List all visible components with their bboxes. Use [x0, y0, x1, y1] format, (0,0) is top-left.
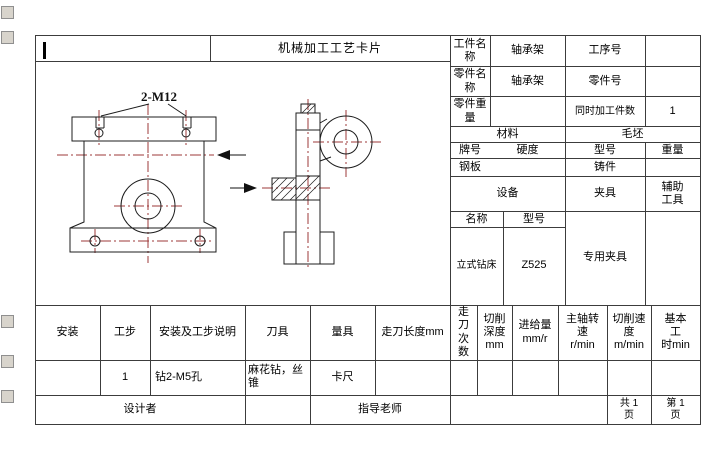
model2-label: 型号	[523, 212, 545, 225]
designer-label: 设计者	[123, 402, 157, 415]
side-view-outline	[271, 103, 373, 265]
view-arrow-side	[230, 183, 257, 193]
grid-line	[35, 305, 700, 306]
workpiece-name-value: 轴承架	[511, 44, 544, 57]
grid-line	[651, 305, 652, 425]
grip-handle	[1, 390, 14, 403]
card-title: 机械加工工艺卡片	[277, 41, 382, 56]
grid-line	[558, 305, 559, 395]
grip-handle	[1, 355, 14, 368]
grid-line	[503, 211, 504, 305]
weight-label: 重量	[661, 143, 684, 156]
grid-line	[450, 96, 700, 97]
col-cut-depth: 切削 深度 mm	[483, 312, 506, 352]
equipment-model-value: Z525	[521, 259, 547, 272]
hatching	[271, 103, 321, 201]
grid-line	[35, 35, 700, 36]
grid-line	[607, 305, 608, 425]
grid-line	[150, 305, 151, 395]
grade-label: 牌号	[459, 143, 481, 156]
col-desc: 安装及工步说明	[159, 325, 236, 338]
grid-line	[450, 176, 700, 177]
front-view-outline	[69, 103, 217, 253]
grid-line	[450, 142, 700, 143]
blank-label: 毛坯	[621, 127, 644, 140]
advisor-label: 指导老师	[358, 402, 402, 415]
workpiece-name-label: 工件名称	[453, 37, 487, 63]
process-no-label: 工序号	[588, 44, 622, 57]
view-arrow-front	[217, 150, 246, 160]
grid-line	[700, 35, 701, 425]
grid-line	[35, 395, 700, 396]
row-tool-value: 麻花钻，丝锥	[248, 364, 303, 390]
part-name-label: 零件名称	[453, 68, 487, 94]
grid-line	[35, 424, 700, 425]
thread-callout: 2-M12	[141, 89, 177, 104]
grip-handle	[1, 31, 14, 44]
simultaneous-label: 同时加工件数	[575, 105, 635, 117]
col-feed-length: 走刀长度mm	[381, 325, 444, 338]
grid-line	[490, 35, 491, 126]
grid-line	[35, 360, 700, 361]
fixture-name-value: 专用夹具	[583, 251, 627, 264]
grid-line	[375, 305, 376, 395]
grid-line	[512, 305, 513, 395]
material-label: 材料	[496, 127, 519, 140]
grid-line	[450, 126, 700, 127]
col-step: 工步	[114, 325, 136, 338]
name-label: 名称	[465, 212, 488, 225]
text-cursor	[43, 42, 46, 59]
row-step-value: 1	[121, 370, 129, 383]
grid-line	[565, 35, 566, 305]
col-base-time: 基本 工 时min	[661, 312, 690, 352]
equipment-label: 设备	[496, 187, 519, 200]
fixture-label: 夹具	[594, 187, 616, 200]
page-number: 第 1 页	[666, 397, 685, 421]
material-grade-value: 钢板	[459, 160, 481, 173]
equipment-name-value: 立式钻床	[456, 260, 497, 271]
grid-line	[645, 142, 646, 305]
grid-line	[645, 35, 646, 126]
part-weight-label: 零件重量	[453, 98, 487, 124]
row-desc-value: 钻2-M5孔	[155, 370, 203, 383]
grid-line	[450, 66, 700, 67]
simultaneous-value: 1	[669, 104, 676, 117]
grid-line	[450, 227, 565, 228]
grid-line	[210, 35, 211, 61]
blank-type-value: 铸件	[594, 160, 616, 173]
col-passes: 走 刀 次 数	[458, 306, 469, 358]
grid-line	[450, 211, 700, 212]
grid-line	[450, 35, 451, 425]
technical-drawing: 2-M12	[57, 89, 381, 270]
hardness-label: 硬度	[516, 143, 539, 156]
part-name-value: 轴承架	[511, 74, 544, 87]
grid-line	[477, 305, 478, 395]
col-feed-rate: 进给量 mm/r	[518, 319, 552, 345]
grip-handle	[1, 6, 14, 19]
col-spindle-speed: 主轴转 速 r/min	[566, 312, 599, 352]
row-gauge-value: 卡尺	[331, 370, 354, 383]
grid-line	[245, 305, 246, 425]
grid-line	[100, 305, 101, 395]
center-lines	[57, 99, 381, 270]
col-tool: 刀具	[266, 325, 289, 338]
grip-handle	[1, 315, 14, 328]
grid-line	[35, 35, 36, 425]
aux-tool-label: 辅助 工具	[661, 180, 684, 206]
col-cut-speed: 切削速 度 m/min	[612, 312, 646, 352]
total-pages: 共 1 页	[619, 397, 639, 421]
grid-line	[35, 61, 450, 62]
part-no-label: 零件号	[588, 74, 622, 87]
grid-line	[310, 305, 311, 425]
grid-line	[450, 158, 700, 159]
model-label: 型号	[594, 143, 616, 156]
col-install: 安装	[56, 325, 79, 338]
col-gauge: 量具	[331, 325, 354, 338]
